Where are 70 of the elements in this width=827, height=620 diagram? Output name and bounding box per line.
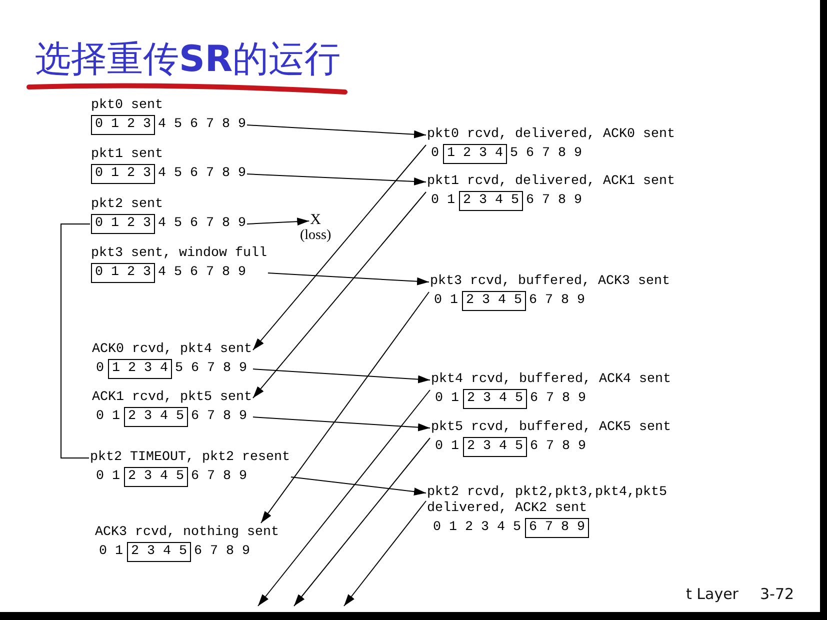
event-text: pkt2 sent xyxy=(91,197,164,213)
sequence-numbers: 6 7 8 9 xyxy=(191,469,247,485)
sequence-numbers: 0 1 2 3 4 5 xyxy=(433,520,521,536)
sequence-numbers: 0 1 xyxy=(99,544,123,560)
arrow xyxy=(246,218,310,226)
sequence-numbers: 0 1 xyxy=(435,391,459,407)
sequence-numbers: 0 1 xyxy=(431,193,455,209)
event-text: ACK0 rcvd, pkt4 sent xyxy=(92,342,252,358)
event-text: ACK1 rcvd, pkt5 sent xyxy=(92,390,252,406)
loss-label: (loss) xyxy=(300,228,332,244)
sliding-window: 6 7 8 9 xyxy=(524,518,589,538)
sliding-window: 1 2 3 4 xyxy=(443,144,507,164)
event-text: pkt1 rcvd, delivered, ACK1 sent xyxy=(427,174,675,190)
arrow xyxy=(246,174,426,186)
sequence-numbers: 0 xyxy=(431,146,439,162)
event-text: pkt0 sent xyxy=(91,98,164,114)
sequence-numbers: 6 7 8 9 xyxy=(529,293,585,309)
sequence-numbers: 5 6 7 8 9 xyxy=(510,146,582,162)
sequence-numbers: 6 7 8 9 xyxy=(191,409,247,425)
sequence-numbers: 0 1 xyxy=(96,469,120,485)
sequence-numbers: 6 7 8 9 xyxy=(526,193,582,209)
sequence-numbers: 5 6 7 8 9 xyxy=(175,361,247,377)
arrow xyxy=(344,500,426,606)
arrow xyxy=(260,292,430,524)
arrow xyxy=(252,144,426,350)
loss-mark: X xyxy=(310,213,321,228)
sliding-window: 2 3 4 5 xyxy=(124,467,188,487)
sliding-window: 2 3 4 5 xyxy=(459,191,523,211)
sequence-numbers: 0 1 xyxy=(434,293,458,309)
arrow xyxy=(267,272,430,286)
sliding-window: 0 1 2 3 xyxy=(91,115,155,135)
sliding-window: 2 3 4 5 xyxy=(124,407,188,427)
arrow xyxy=(246,124,426,138)
footer-text: t Layer xyxy=(686,585,738,603)
event-text: pkt3 rcvd, buffered, ACK3 sent xyxy=(430,274,670,290)
sequence-numbers: 6 7 8 9 xyxy=(530,391,586,407)
arrow xyxy=(290,476,426,496)
sliding-window: 2 3 4 5 xyxy=(463,389,527,409)
sliding-window: 1 2 3 4 xyxy=(108,359,172,379)
sequence-numbers: 0 1 xyxy=(435,439,459,455)
page-number: 3-72 xyxy=(760,585,794,603)
sliding-window: 0 1 2 3 xyxy=(91,263,155,283)
sequence-numbers: 4 5 6 7 8 9 xyxy=(158,265,246,281)
sliding-window: 0 1 2 3 xyxy=(91,164,155,184)
arrow xyxy=(294,438,430,606)
event-text: pkt3 sent, window full xyxy=(91,246,267,262)
event-text: pkt2 rcvd, pkt2,pkt3,pkt4,pkt5 delivered, ACK2 sent xyxy=(427,485,668,517)
arrow xyxy=(252,192,426,398)
sliding-window: 0 1 2 3 xyxy=(91,214,155,234)
slide-title: 选择重传SR的运行 xyxy=(35,40,341,80)
event-text: ACK3 rcvd, nothing sent xyxy=(95,525,279,541)
arrow xyxy=(252,416,430,432)
timer-line xyxy=(60,224,90,458)
arrow xyxy=(258,390,430,606)
sliding-window: 2 3 4 5 xyxy=(127,542,191,562)
event-text: pkt2 TIMEOUT, pkt2 resent xyxy=(90,450,290,466)
sequence-numbers: 0 1 xyxy=(96,409,120,425)
event-text: pkt1 sent xyxy=(91,147,164,163)
sequence-numbers: 4 5 6 7 8 9 xyxy=(158,117,246,133)
event-text: pkt4 rcvd, buffered, ACK4 sent xyxy=(431,372,671,388)
arrow xyxy=(252,368,430,384)
sequence-numbers: 0 xyxy=(96,361,104,377)
sliding-window: 2 3 4 5 xyxy=(462,291,526,311)
event-text: pkt5 rcvd, buffered, ACK5 sent xyxy=(431,420,671,436)
sequence-numbers: 4 5 6 7 8 9 xyxy=(158,216,246,232)
sequence-numbers: 4 5 6 7 8 9 xyxy=(158,166,246,182)
event-text: pkt0 rcvd, delivered, ACK0 sent xyxy=(427,127,675,143)
sequence-numbers: 6 7 8 9 xyxy=(530,439,586,455)
sequence-numbers: 6 7 8 9 xyxy=(194,544,250,560)
sliding-window: 2 3 4 5 xyxy=(463,437,527,457)
